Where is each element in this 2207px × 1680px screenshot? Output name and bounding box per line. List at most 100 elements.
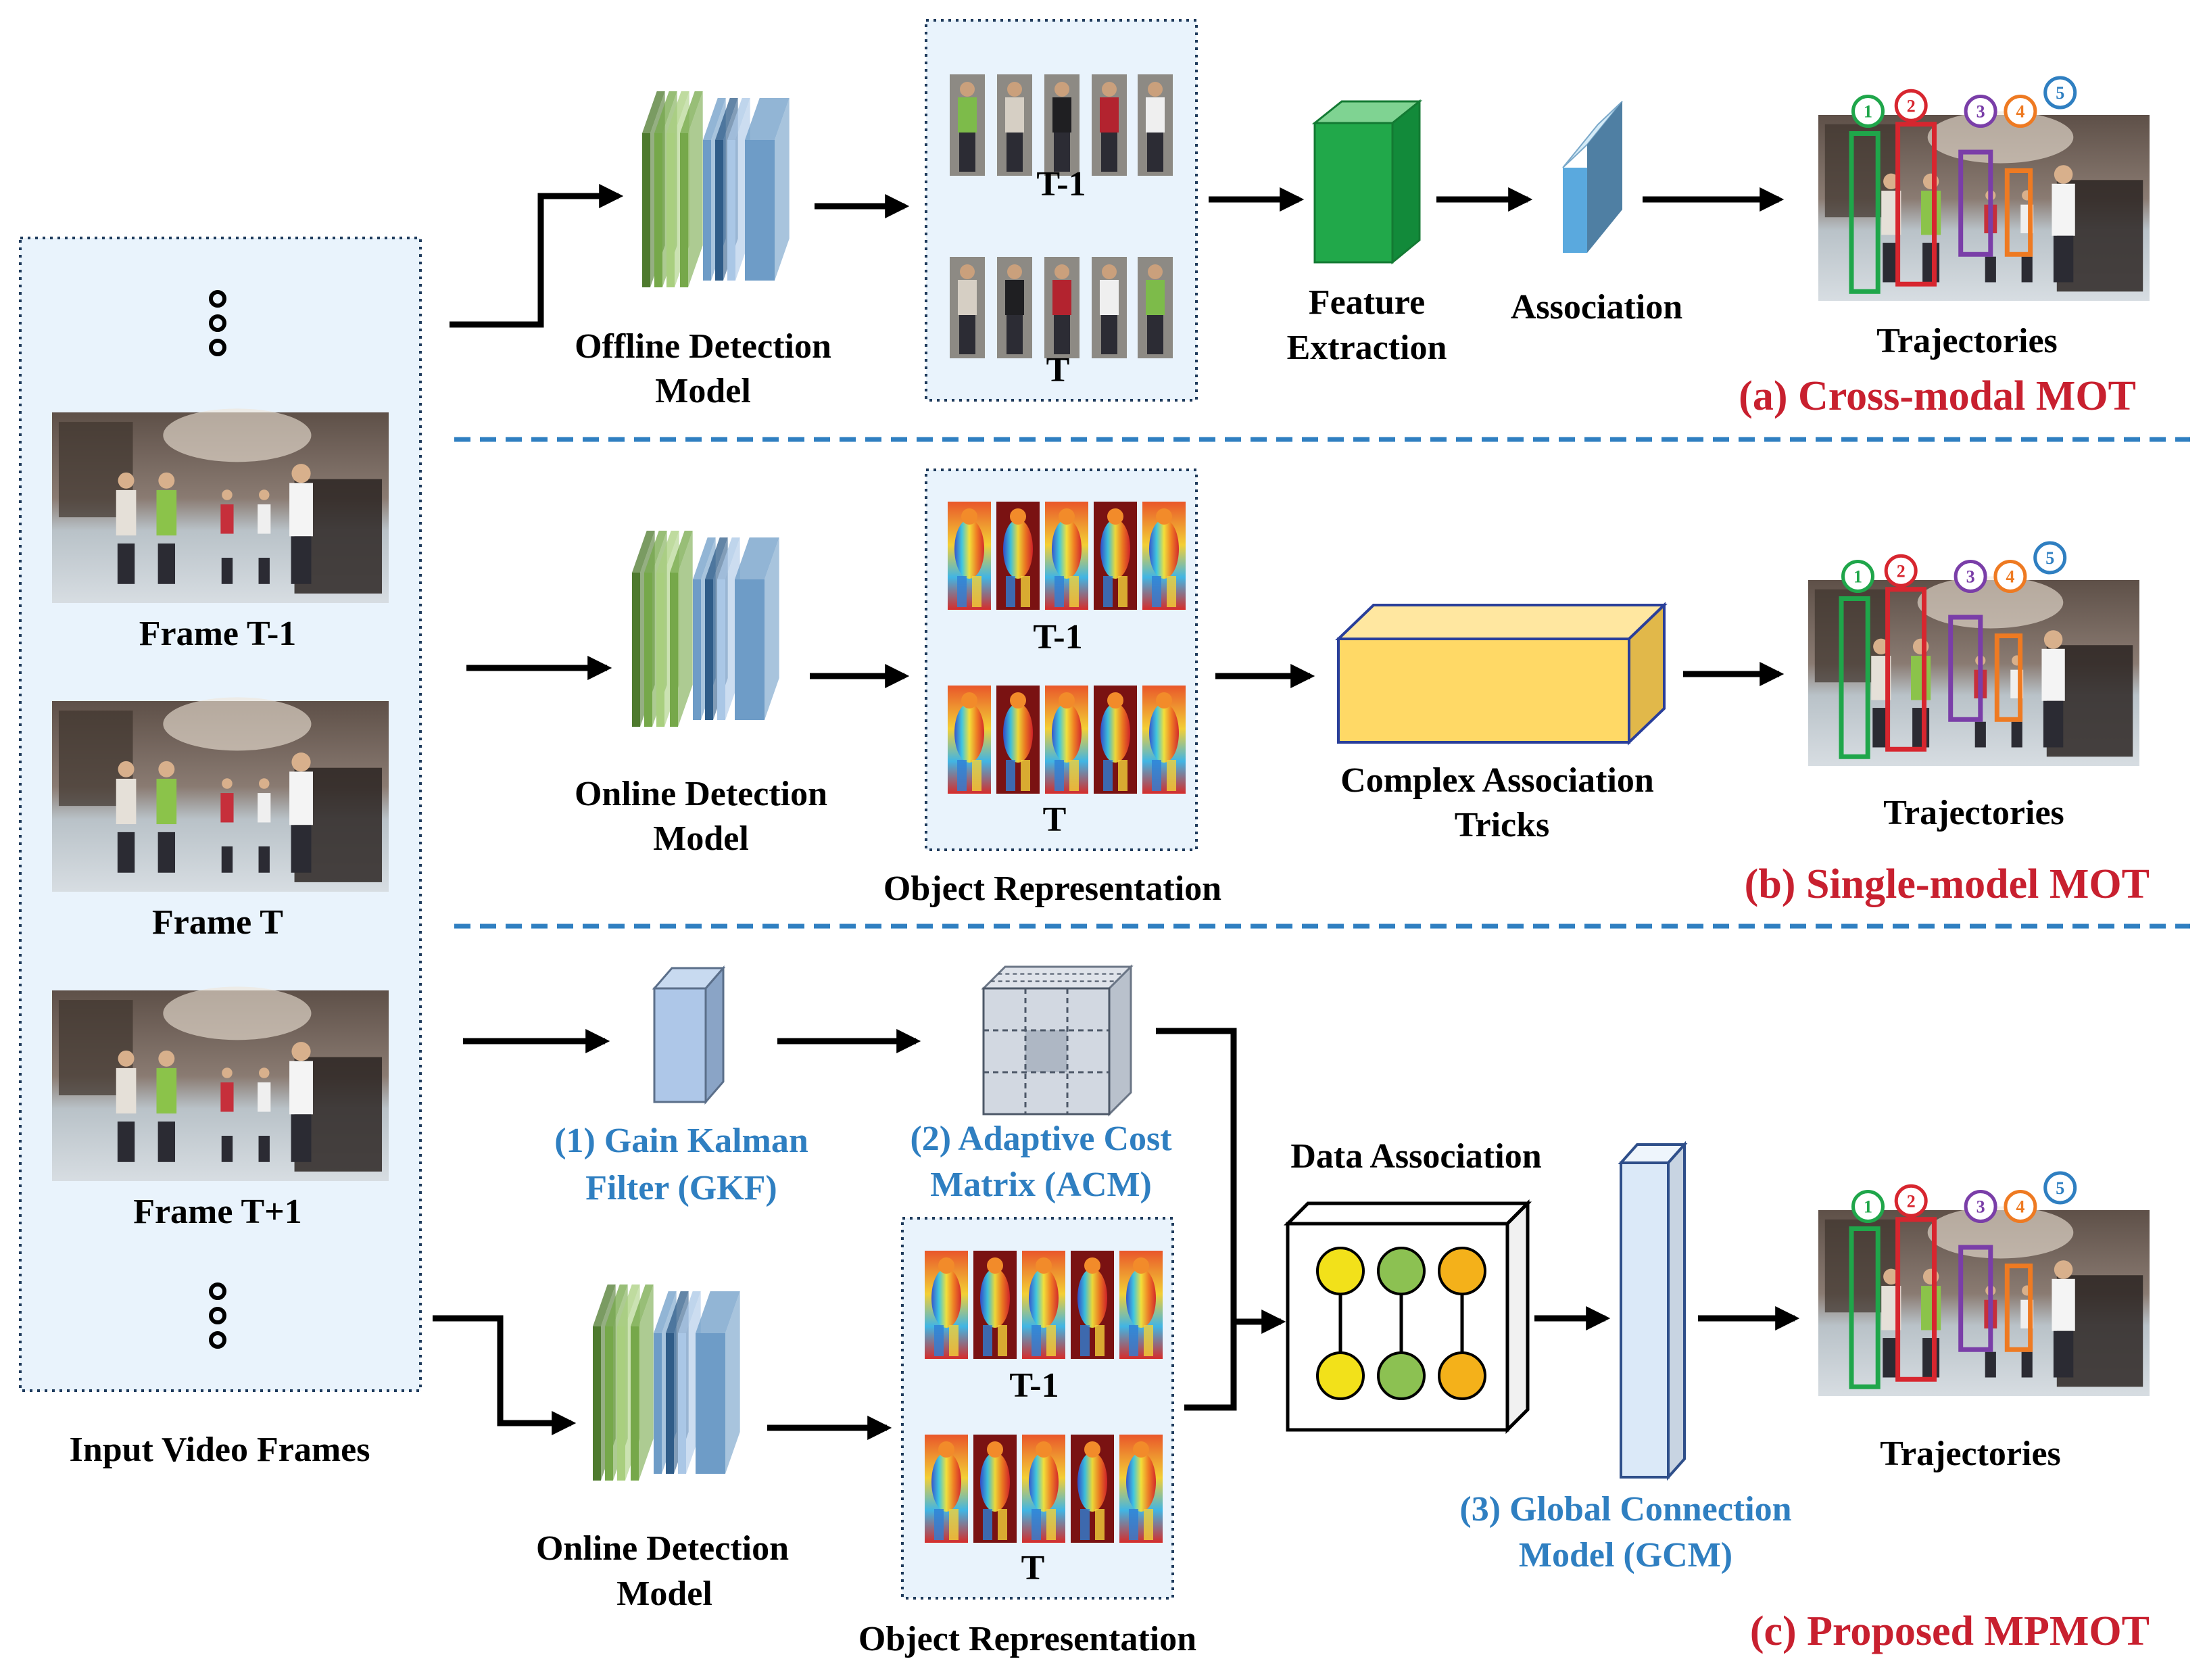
track-id-badge [2033, 541, 2067, 575]
trajectories-output-image: 1 2 3 4 5 [1818, 1171, 2150, 1396]
track-id-badge [1954, 560, 1987, 593]
track-id-number: 1 [1864, 102, 1872, 122]
person-crop-thumbnails [950, 74, 1173, 358]
track-id-number: 2 [1897, 561, 1906, 581]
association-node [1316, 1351, 1365, 1400]
adaptive-cost-matrix-grid-icon [981, 964, 1134, 1117]
detector-label-line2: Model [653, 819, 749, 858]
gain-kalman-filter-block-icon [652, 965, 726, 1105]
frame-label: Frame T+1 [133, 1193, 302, 1231]
tricks-label-line2: Tricks [1454, 806, 1550, 844]
track-id-number: 3 [1976, 102, 1985, 122]
track-id-badge [2043, 76, 2077, 110]
section-title-a: (a) Cross-modal MOT [1739, 373, 2136, 419]
online-detection-model-icon [593, 1285, 740, 1481]
track-id-number: 3 [1976, 1197, 1985, 1217]
track-id-badge [1884, 554, 1918, 587]
detector-label-line2: Model [655, 372, 751, 410]
track-id-badge [1894, 1184, 1928, 1218]
association-node [1438, 1351, 1486, 1400]
detector-label-line1: Online Detection [574, 775, 828, 813]
trajectories-label: Trajectories [1883, 794, 2064, 832]
association-node [1377, 1247, 1426, 1295]
track-id-number: 5 [2056, 83, 2064, 103]
track-id-badge [1964, 95, 1997, 128]
track-id-number: 3 [1966, 567, 1975, 587]
complex-association-tricks-box-icon [1335, 602, 1668, 746]
track-box [1849, 1226, 1881, 1389]
feature-extraction-cube-icon [1311, 99, 1423, 265]
trajectories-output-image: 1 2 3 4 5 [1808, 541, 2139, 766]
detector-label-line1: Offline Detection [575, 327, 831, 366]
arrow-input-to-offline-detector [450, 184, 624, 328]
track-box [1994, 633, 2023, 722]
detector-label-line1: Online Detection [535, 1529, 790, 1568]
feature-label-line1: Feature [1308, 283, 1426, 322]
track-box [1885, 587, 1927, 752]
tricks-label-line1: Complex Association [1340, 761, 1654, 800]
track-id-number: 2 [1907, 96, 1916, 116]
object-representation-caption: Object Representation [883, 869, 1222, 908]
global-connection-model-block-icon [1618, 1141, 1688, 1481]
object-representation-caption: Object Representation [858, 1620, 1197, 1658]
ellipsis-dots-top-icon [209, 290, 226, 356]
acm-label-line1: (2) Adaptive Cost [910, 1120, 1172, 1158]
arrow-representation-to-data-association [1184, 1322, 1237, 1411]
offline-detection-model-icon [642, 91, 790, 287]
association-slab-icon [1562, 101, 1623, 253]
association-node [1377, 1351, 1426, 1400]
frame-thumbnails [52, 408, 389, 1181]
arrow-acm-to-data-association [1156, 1028, 1286, 1334]
track-id-badge [2004, 1190, 2037, 1223]
trajectories-label: Trajectories [1880, 1435, 2061, 1473]
track-id-number: 2 [1907, 1191, 1916, 1211]
track-id-number: 5 [2056, 1178, 2064, 1198]
ellipsis-dots-bottom-icon [209, 1282, 226, 1349]
input-caption: Input Video Frames [69, 1431, 370, 1469]
track-id-badge [1993, 560, 2027, 593]
crops-label-prev: T-1 [1036, 165, 1086, 203]
track-id-badge [1851, 95, 1885, 128]
frame-label: Frame T-1 [139, 615, 297, 653]
track-id-badge [1851, 1190, 1885, 1223]
association-label: Association [1510, 288, 1683, 327]
track-id-badge [1841, 560, 1874, 593]
track-box [1849, 131, 1881, 294]
track-id-number: 4 [2016, 1197, 2024, 1217]
track-id-number: 1 [1853, 567, 1862, 587]
data-association-label: Data Association [1290, 1137, 1542, 1176]
frame-label: Frame T [152, 903, 283, 942]
track-id-number: 1 [1864, 1197, 1872, 1217]
track-id-badge [2004, 95, 2037, 128]
association-node [1316, 1247, 1365, 1295]
rep-label-prev: T-1 [1009, 1366, 1059, 1405]
track-box [2004, 168, 2033, 257]
track-id-badge [2043, 1171, 2077, 1205]
feature-label-line2: Extraction [1286, 329, 1447, 367]
track-id-badge [1964, 1190, 1997, 1223]
track-box [1895, 122, 1937, 287]
track-box [1958, 1245, 1993, 1352]
online-detection-model-icon [632, 531, 779, 727]
track-id-badge [1894, 89, 1928, 122]
association-node [1438, 1247, 1486, 1295]
track-box [2004, 1264, 2033, 1352]
track-id-number: 4 [2006, 567, 2014, 587]
rep-label-cur: T [1042, 800, 1067, 839]
heatmap-crop-thumbnails [948, 502, 1186, 794]
section-title-b: (b) Single-model MOT [1744, 861, 2150, 907]
acm-label-line2: Matrix (ACM) [930, 1166, 1152, 1204]
crops-label-cur: T [1046, 351, 1070, 389]
gkf-label-line2: Filter (GKF) [585, 1169, 777, 1207]
track-box [1948, 615, 1983, 722]
track-id-number: 5 [2045, 548, 2054, 568]
trajectories-output-image: 1 2 3 4 5 [1818, 76, 2150, 301]
track-box [1895, 1217, 1937, 1382]
gkf-label-line1: (1) Gain Kalman [554, 1122, 808, 1160]
track-box [1958, 149, 1993, 257]
gcm-label-line2: Model (GCM) [1518, 1536, 1733, 1575]
rep-label-prev: T-1 [1033, 618, 1083, 656]
track-id-number: 4 [2016, 102, 2024, 122]
data-association-node-box-icon [1283, 1199, 1532, 1435]
